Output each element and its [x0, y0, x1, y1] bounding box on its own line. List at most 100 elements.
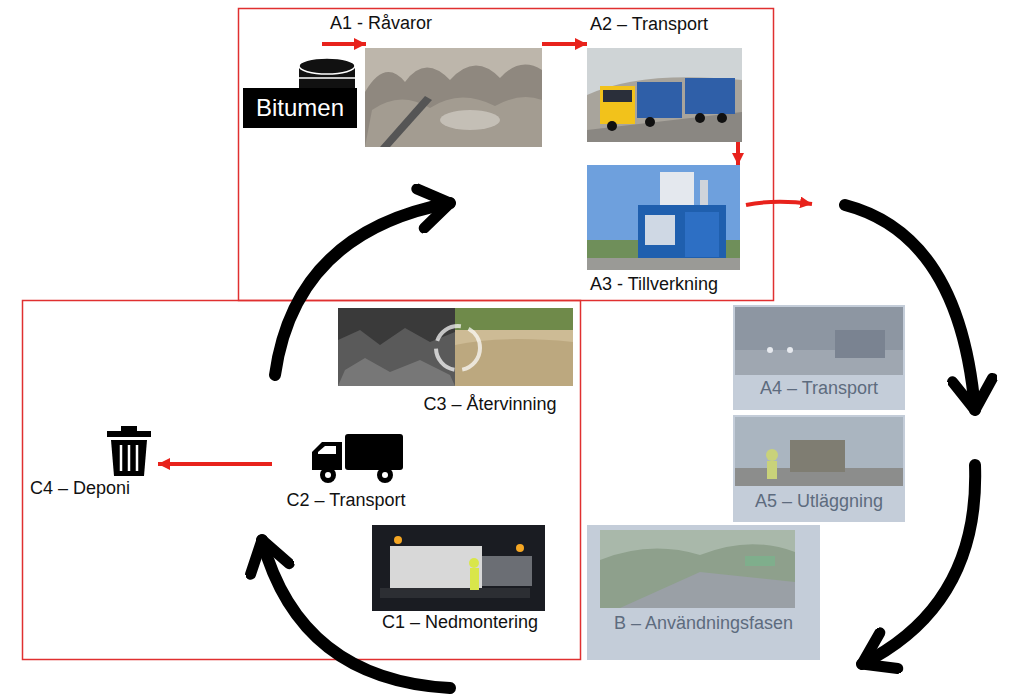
truck-photo-part: [587, 77, 742, 142]
plant-photo-part: [638, 205, 726, 260]
flow-arrow: [542, 42, 587, 46]
truck-photo: [587, 48, 742, 142]
milling-photo-part: [516, 544, 524, 552]
truck-photo-part: [587, 48, 742, 142]
gravel-photo-part: [365, 48, 542, 147]
truck-photo-part: [607, 121, 617, 131]
recycling-photo-part: [338, 358, 455, 386]
faded-panel-part: [600, 530, 795, 608]
recycling-photo-part: [436, 326, 480, 370]
red-frame-part: [239, 9, 774, 301]
stage-box: C2 – Transport: [272, 432, 420, 512]
flow-arrow: [158, 462, 272, 466]
stage-label: A4 – Transport: [760, 378, 878, 400]
stage-box: C3 – Återvinning: [338, 308, 575, 418]
trash-icon-part: [121, 426, 137, 431]
flow-arrow-part: [746, 202, 812, 205]
stage-label: C3 – Återvinning: [423, 394, 556, 416]
milling-photo-part: [372, 525, 545, 611]
truck-icon-part: [318, 446, 336, 454]
milling-photo-part: [394, 536, 402, 544]
truck-photo-part: [685, 78, 735, 114]
stage-label: A2 – Transport: [590, 14, 708, 36]
faded-stage-box: A5 – Utläggning: [733, 415, 905, 522]
recycling-photo: [338, 308, 573, 386]
gravel-photo-part: [380, 96, 432, 147]
trash-icon-part: [120, 445, 123, 471]
truck-photo-part: [603, 90, 632, 102]
milling-photo-part: [390, 546, 482, 588]
truck-icon-part: [312, 442, 342, 470]
stage-label: C1 – Nedmontering: [382, 612, 538, 634]
plant-photo-part: [645, 215, 675, 245]
faded-panel-part: [620, 572, 795, 608]
milling-photo-part: [380, 588, 530, 598]
milling-photo: [372, 525, 545, 611]
gravel-photo: [365, 48, 542, 147]
milling-photo-part: [482, 556, 532, 586]
milling-photo-part: [470, 568, 479, 590]
stage-label: A1 - Råvaror: [330, 13, 432, 35]
milling-photo-part: [469, 558, 479, 568]
truck-photo-part: [637, 82, 682, 118]
plant-photo-part: [685, 212, 719, 257]
faded-panel-part: [835, 330, 885, 358]
flow-arrow: [322, 44, 812, 205]
truck-icon-part: [320, 467, 336, 483]
plant-photo: [587, 165, 740, 270]
faded-panel-part: [587, 525, 820, 660]
trash-icon-part: [136, 445, 139, 471]
truck-icon-part: [345, 434, 403, 470]
faded-stage-box: B – Användningsfasen: [587, 525, 820, 660]
stage-box: A3 - Tillverkning: [587, 165, 745, 298]
bitumen-box: Bitumen: [243, 88, 357, 128]
truck-photo-part: [645, 117, 655, 127]
faded-panel-part: [767, 461, 777, 479]
truck-icon: [312, 434, 403, 483]
red-frame-part: [23, 301, 581, 660]
truck-icon-part: [325, 472, 331, 478]
stage-label: C4 – Deponi: [30, 478, 130, 500]
truck-photo-part: [600, 86, 635, 124]
bitumen-barrel-part: [299, 77, 355, 79]
faded-panel-part: [735, 417, 903, 486]
recycling-photo-part: [455, 308, 573, 386]
gravel-photo-part: [440, 110, 500, 130]
truck-photo-part: [717, 113, 727, 123]
trash-icon-part: [111, 440, 147, 476]
plant-photo-part: [587, 165, 740, 270]
cycle-arrow: [262, 203, 975, 688]
faded-panel-part: [733, 415, 905, 522]
stage-box: C1 – Nedmontering: [372, 525, 548, 635]
stage-label: A3 - Tillverkning: [590, 274, 718, 296]
gravel-photo-part: [365, 65, 542, 147]
faded-panel: [587, 305, 905, 660]
bitumen-barrel-part: [299, 58, 355, 74]
trash-icon: [107, 426, 151, 476]
faded-panel-part: [735, 307, 903, 375]
truck-icon-part: [382, 472, 388, 478]
truck-photo-part: [695, 113, 705, 123]
faded-panel-part: [600, 544, 795, 608]
stage-label: Bitumen: [256, 94, 344, 123]
stage-box: A1 - Råvaror: [328, 10, 542, 148]
stage-box: C4 – Deponi: [25, 425, 158, 502]
trash-icon-part: [128, 445, 131, 471]
cycle-arrow-part: [275, 203, 450, 375]
recycling-photo-part: [338, 308, 455, 386]
faded-panel-part: [787, 347, 793, 353]
faded-panel-part: [767, 347, 773, 353]
stage-box: A2 – Transport: [587, 12, 742, 142]
stage-label: B – Användningsfasen: [614, 613, 793, 635]
plant-photo-part: [587, 258, 740, 270]
faded-panel-part: [733, 305, 905, 410]
faded-stage-box: A4 – Transport: [733, 305, 905, 410]
stage-label: A5 – Utläggning: [755, 491, 883, 513]
stage-label: C2 – Transport: [286, 490, 405, 512]
flow-arrow-part: [322, 42, 366, 46]
recycling-photo-part: [455, 308, 573, 330]
